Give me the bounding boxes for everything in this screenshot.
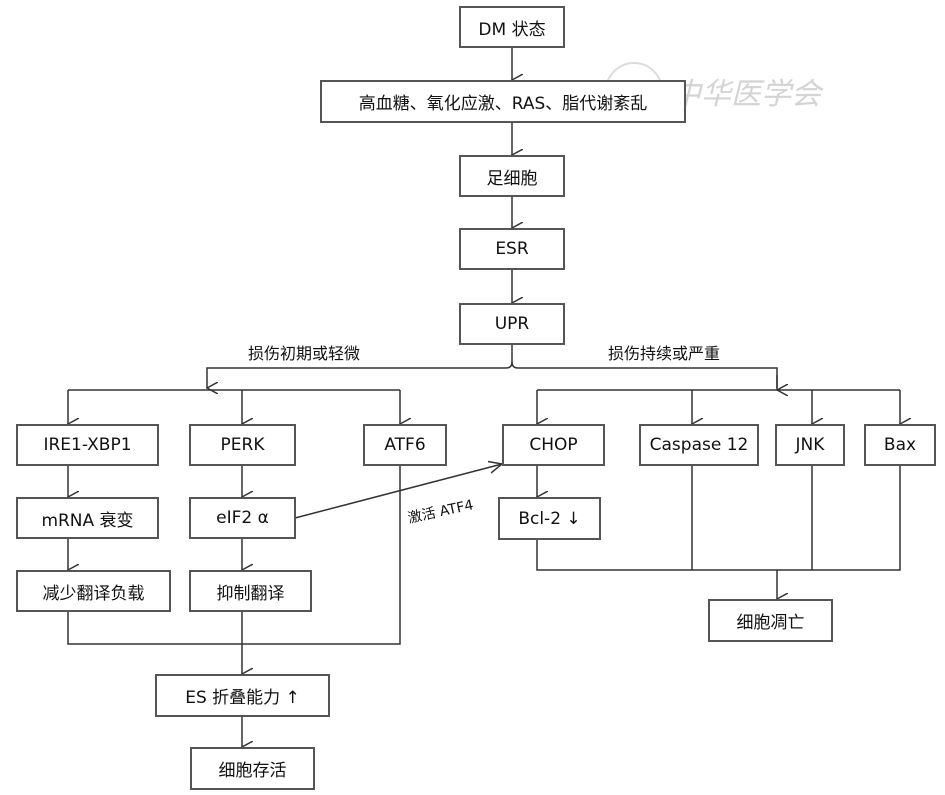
node-dm-state: DM 状态: [459, 6, 565, 48]
node-cell-survival: 细胞存活: [190, 747, 315, 790]
node-perk: PERK: [189, 424, 296, 466]
node-reduce-translation-load: 减少翻译负载: [16, 570, 171, 612]
node-bcl2: Bcl-2 ↓: [498, 497, 601, 540]
node-es-folding-capacity: ES 折叠能力 ↑: [155, 674, 330, 717]
node-atf6: ATF6: [363, 424, 447, 466]
label-mild-injury: 损伤初期或轻微: [248, 344, 361, 363]
node-podocyte: 足细胞: [459, 155, 565, 197]
edge-upr-split-right: [511, 361, 778, 388]
node-inhibit-translation: 抑制翻译: [189, 570, 312, 612]
edge-eif2a-chop: [294, 464, 502, 519]
node-apoptosis: 细胞凋亡: [708, 599, 833, 642]
edge-reduce-merge: [67, 466, 401, 645]
node-mrna-decay: mRNA 衰变: [16, 497, 159, 539]
node-chop: CHOP: [502, 424, 605, 466]
node-upr: UPR: [459, 303, 565, 345]
node-ire1-xbp1: IRE1-XBP1: [16, 424, 159, 466]
node-eif2a: eIF2 α: [189, 497, 296, 539]
node-risk-factors: 高血糖、氧化应激、RAS、脂代谢紊乱: [320, 80, 686, 123]
label-severe-injury: 损伤持续或严重: [608, 344, 721, 363]
node-jnk: JNK: [775, 424, 845, 466]
watermark-text: 中华医学会: [671, 77, 821, 112]
node-caspase12: Caspase 12: [639, 424, 759, 466]
node-esr: ESR: [459, 228, 565, 270]
node-bax: Bax: [864, 424, 936, 466]
edge-right-merge: [536, 466, 901, 571]
